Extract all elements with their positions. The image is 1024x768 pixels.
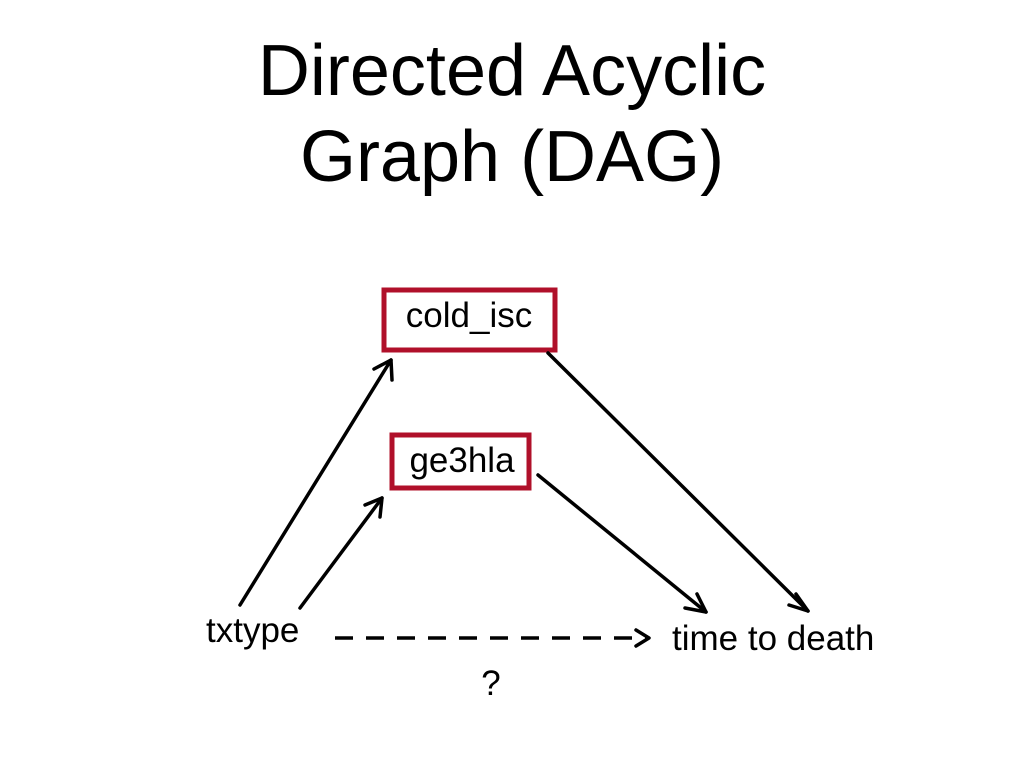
arrowhead — [372, 358, 394, 382]
arrowhead — [683, 592, 708, 614]
slide-title-line-2: Graph (DAG) — [299, 117, 725, 197]
arrowhead — [363, 496, 384, 519]
edge-txtype-to-time-to-death-dashed — [335, 628, 651, 648]
node-ge3hla: ge3hla — [409, 441, 515, 480]
arrowhead — [634, 628, 651, 648]
edge-txtype-to-cold-isc — [238, 358, 394, 607]
node-box-ge3hla — [389, 432, 532, 491]
slide-title: Directed Acyclic Graph (DAG) — [0, 28, 1024, 200]
edge-label-question: ? — [481, 664, 500, 703]
node-time-to-death: time to death — [672, 619, 874, 658]
edge-txtype-to-ge3hla — [298, 496, 384, 610]
node-cold-isc: cold_isc — [406, 296, 532, 335]
node-box-cold-isc — [381, 287, 558, 353]
node-txtype: txtype — [206, 611, 299, 650]
slide-title-line-1: Directed Acyclic — [257, 31, 767, 111]
arrowhead — [787, 592, 810, 613]
edge-ge3hla-to-time-to-death — [536, 473, 708, 614]
edge-cold-isc-to-time-to-death — [546, 351, 810, 613]
